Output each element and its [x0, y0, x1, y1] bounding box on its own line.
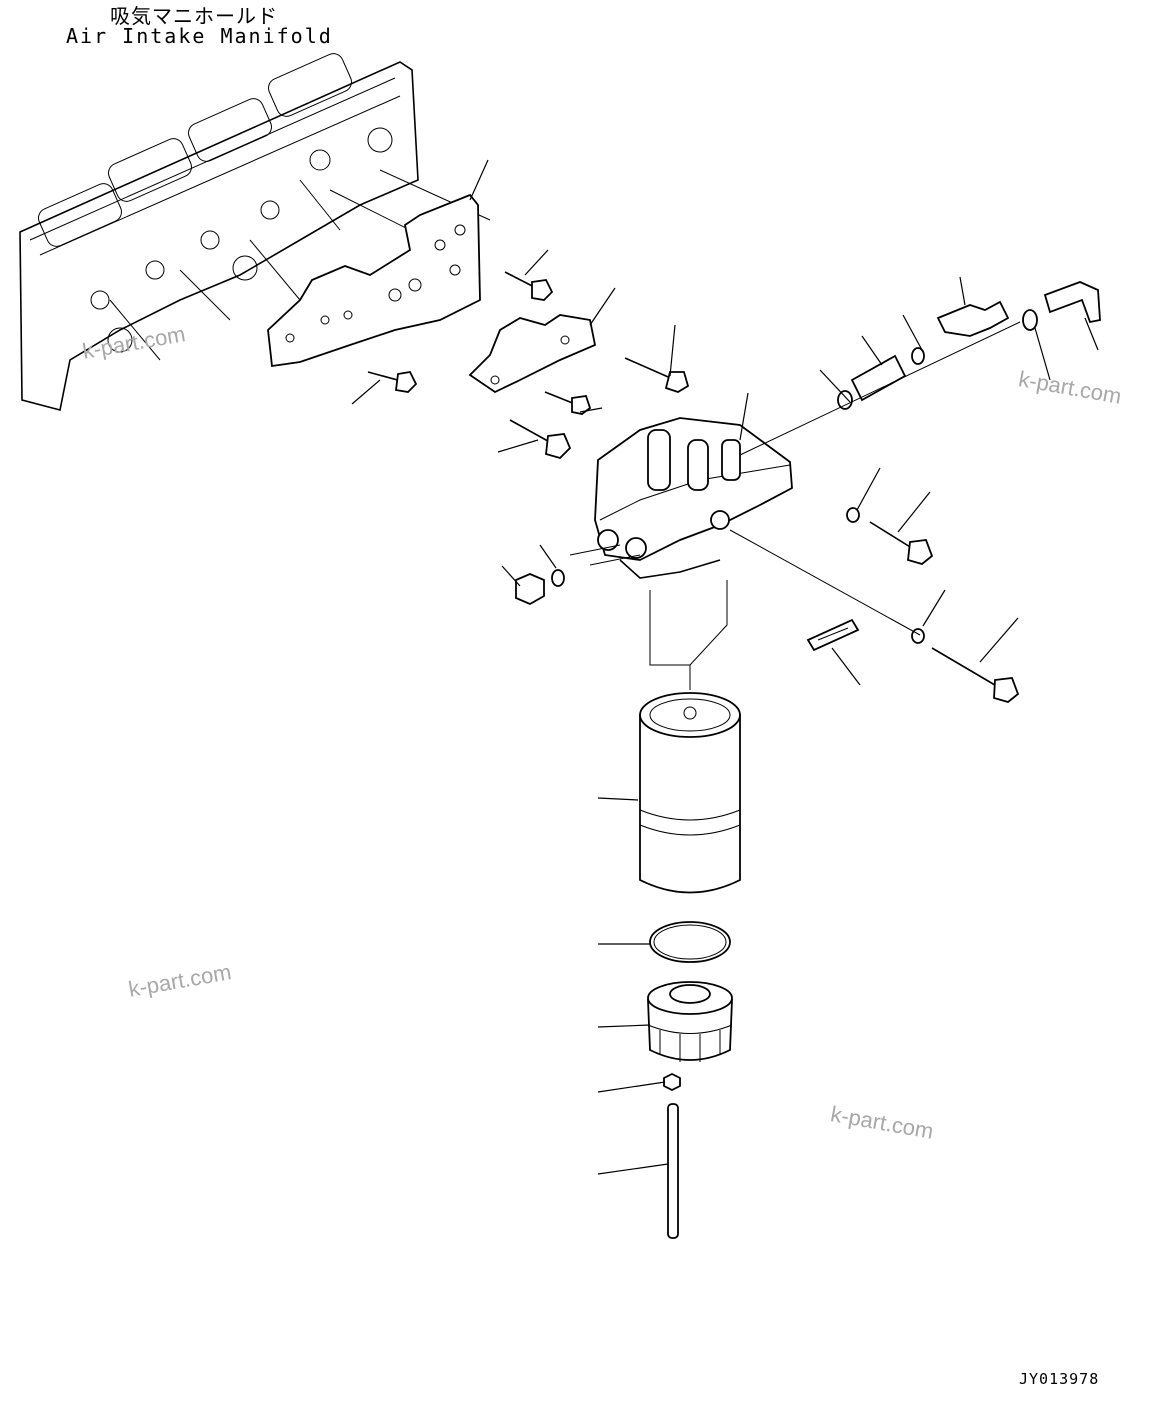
air-intake-manifold	[19, 53, 491, 411]
drain-tube	[667, 1103, 679, 1239]
drain-valve	[663, 1072, 681, 1092]
caution-label-plate	[806, 618, 860, 652]
plug-and-oring-left	[501, 544, 641, 606]
mounting-bracket-left	[267, 193, 481, 368]
manifold-title-en: Air Intake Manifold	[66, 24, 333, 48]
sensor-fittings-right	[739, 281, 1101, 456]
filter-bowl	[647, 981, 733, 1062]
bolts-left	[367, 271, 690, 460]
washers-and-bolts-right	[729, 507, 1020, 703]
filter-oring	[649, 921, 731, 963]
fuel-filter-head	[594, 417, 793, 579]
mounting-bracket-middle	[468, 314, 597, 394]
fuel-filter-cartridge	[639, 580, 741, 894]
leader-lines	[351, 159, 1099, 1175]
manifold-title-jp: 吸気マニホールド	[110, 4, 278, 28]
drawing-code: JY013978	[1019, 1370, 1100, 1388]
